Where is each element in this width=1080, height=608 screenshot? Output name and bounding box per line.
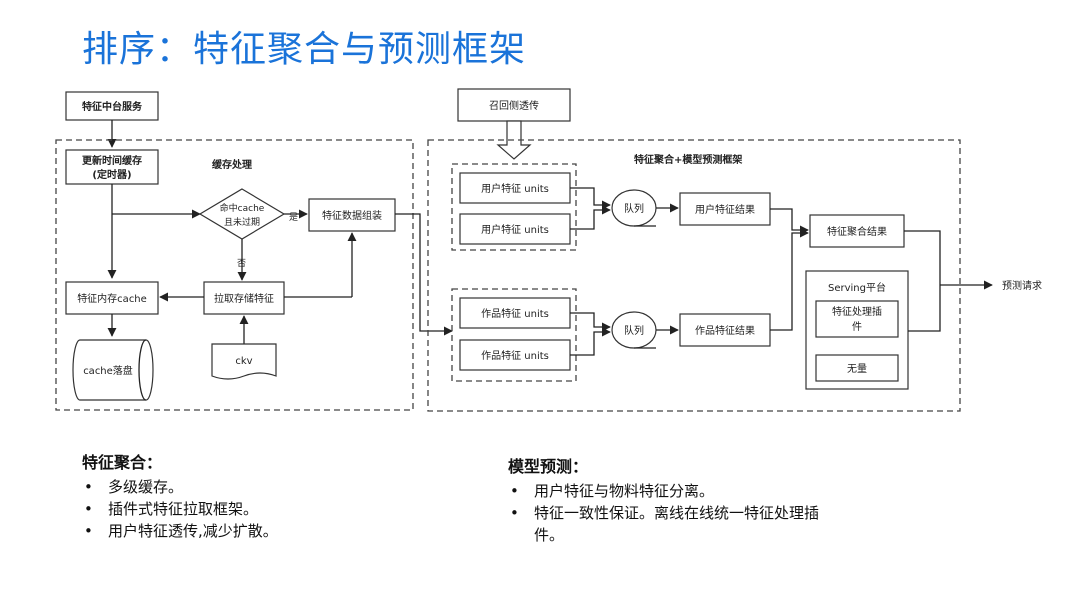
feature-service-node: 特征中台服务: [65, 91, 159, 121]
svg-text:更新时间缓存: 更新时间缓存: [82, 154, 142, 167]
svg-text:召回侧透传: 召回侧透传: [489, 99, 539, 112]
svg-text:用户特征 units: 用户特征 units: [481, 223, 549, 236]
model-prediction-notes: 模型预测： 用户特征与物料特征分离。 特征一致性保证。离线在线统一特征处理插件。: [508, 456, 844, 546]
predict-request-label: 预测请求: [1002, 279, 1042, 292]
svg-text:作品特征 units: 作品特征 units: [481, 308, 549, 320]
item-result-node: 作品特征结果: [679, 313, 771, 347]
svg-text:作品特征结果: 作品特征结果: [695, 324, 755, 337]
svg-text:用户特征结果: 用户特征结果: [695, 203, 755, 216]
svg-text:cache落盘: cache落盘: [83, 364, 133, 377]
svg-text:无量: 无量: [847, 363, 867, 375]
svg-text:特征处理插: 特征处理插: [832, 305, 882, 318]
item-unit-1: 作品特征 units: [459, 297, 571, 329]
user-units-group: [451, 163, 577, 251]
cache-section-label: 缓存处理: [211, 158, 252, 171]
fetch-storage-node: 拉取存储特征: [203, 281, 285, 315]
svg-text:队列: 队列: [624, 324, 644, 337]
cache-disk-node: cache落盘: [72, 339, 154, 401]
item-unit-2: 作品特征 units: [459, 339, 571, 371]
svg-text:特征聚合结果: 特征聚合结果: [827, 225, 887, 238]
agg-result-node: 特征聚合结果: [809, 214, 905, 248]
ckv-node: ckv: [211, 343, 277, 380]
assemble-node: 特征数据组装: [308, 198, 396, 232]
framework-section-frame: [427, 139, 961, 412]
no-label: 否: [237, 258, 246, 269]
svg-text:ckv: ckv: [235, 356, 252, 367]
note-item: 用户特征与物料特征分离。: [508, 480, 844, 502]
model-prediction-heading: 模型预测：: [508, 457, 589, 476]
svg-text:且未过期: 且未过期: [224, 216, 260, 228]
architecture-diagram: 特征中台服务 缓存处理 更新时间缓存 (定时器) 命中cache 且未过期 是 …: [55, 88, 1042, 412]
svg-text:特征中台服务: 特征中台服务: [82, 100, 143, 113]
svg-text:特征内存cache: 特征内存cache: [77, 292, 147, 305]
svg-text:(定时器): (定时器): [92, 168, 131, 181]
svg-text:作品特征 units: 作品特征 units: [481, 350, 549, 362]
svg-text:特征数据组装: 特征数据组装: [322, 209, 382, 222]
svg-text:Serving平台: Serving平台: [828, 281, 886, 294]
cache-hit-decision: 命中cache 且未过期: [198, 188, 286, 240]
refresh-cache-node: 更新时间缓存 (定时器): [65, 149, 159, 185]
queue-1: 队列: [611, 189, 657, 227]
cache-section-frame: [55, 139, 414, 411]
svg-text:命中cache: 命中cache: [220, 202, 265, 214]
feature-aggregation-heading: 特征聚合：: [82, 453, 163, 472]
item-units-group: [451, 288, 577, 382]
svg-text:用户特征 units: 用户特征 units: [481, 182, 549, 195]
user-unit-1: 用户特征 units: [459, 172, 571, 204]
note-item: 插件式特征拉取框架。: [82, 498, 442, 520]
memory-cache-node: 特征内存cache: [65, 281, 159, 315]
note-item: 特征一致性保证。离线在线统一特征处理插件。: [508, 502, 844, 546]
note-item: 多级缓存。: [82, 476, 442, 498]
queue-2: 队列: [611, 311, 657, 349]
feature-aggregation-notes: 特征聚合： 多级缓存。 插件式特征拉取框架。 用户特征透传,减少扩散。: [82, 452, 442, 542]
user-result-node: 用户特征结果: [679, 192, 771, 226]
svg-text:拉取存储特征: 拉取存储特征: [214, 292, 274, 305]
recall-passthrough-node: 召回侧透传: [457, 88, 571, 122]
yes-label: 是: [289, 212, 298, 223]
note-item: 用户特征透传,减少扩散。: [82, 520, 442, 542]
svg-text:件: 件: [852, 321, 862, 333]
serving-platform-node: Serving平台 特征处理插 件 无量: [805, 270, 909, 390]
slide-title: 排序：特征聚合与预测框架: [82, 29, 527, 70]
framework-section-label: 特征聚合+模型预测框架: [634, 153, 742, 166]
svg-text:队列: 队列: [624, 202, 644, 215]
user-unit-2: 用户特征 units: [459, 213, 571, 245]
